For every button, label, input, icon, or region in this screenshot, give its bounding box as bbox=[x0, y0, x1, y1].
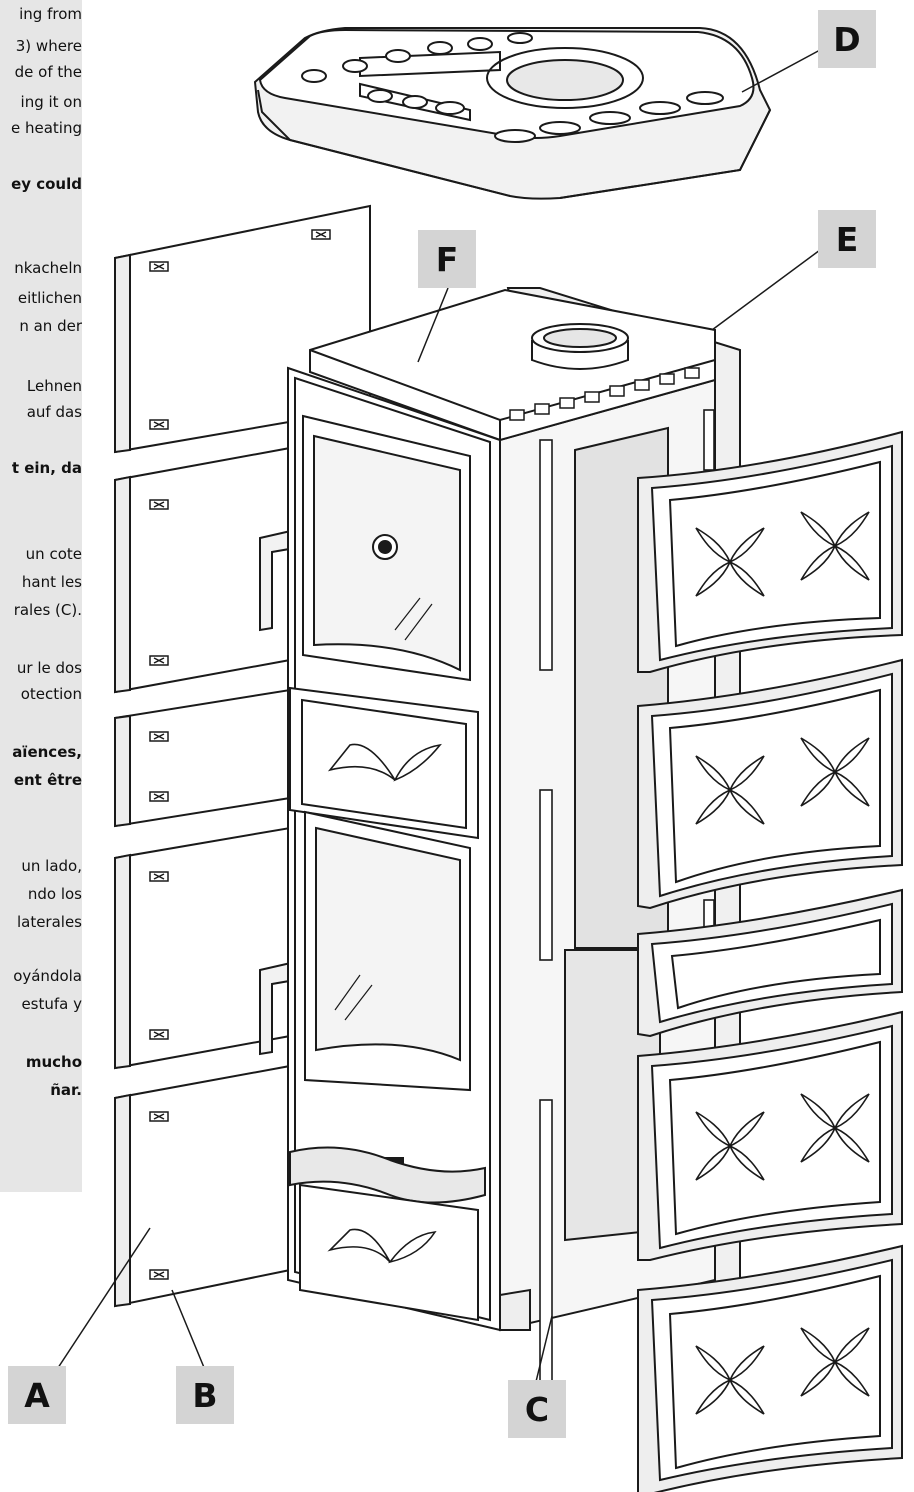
side-rails bbox=[539, 409, 715, 1411]
callout-label-d: D bbox=[818, 10, 876, 68]
text-line: laterales bbox=[16, 913, 82, 931]
text-line: eitlichen bbox=[17, 289, 82, 307]
text-line: aïences, bbox=[12, 743, 82, 761]
text-line: un lado, bbox=[21, 857, 82, 875]
text-line: nkacheln bbox=[14, 259, 82, 277]
text-line: ey could bbox=[11, 175, 82, 193]
text-line: n an der bbox=[19, 317, 82, 335]
top-plate bbox=[253, 27, 772, 200]
callout-label-a: A bbox=[8, 1366, 66, 1424]
text-line: hant les bbox=[21, 573, 82, 591]
callout-label-f: F bbox=[418, 230, 476, 288]
text-line: t ein, da bbox=[11, 459, 82, 477]
text-line: Lehnen bbox=[26, 377, 82, 395]
text-line: un cote bbox=[25, 545, 82, 563]
instruction-text-column: ing from 3) where de of the ing it on e … bbox=[0, 0, 82, 1192]
text-line: e heating bbox=[10, 119, 82, 137]
text-line: rales (C). bbox=[13, 601, 82, 619]
text-line: ent être bbox=[13, 771, 82, 789]
text-line: oyándola bbox=[13, 967, 82, 985]
text-line: estufa y bbox=[21, 995, 82, 1013]
text-line: auf das bbox=[26, 403, 82, 421]
callout-label-c: C bbox=[508, 1380, 566, 1438]
text-line: mucho bbox=[25, 1053, 82, 1071]
text-line: de of the bbox=[14, 63, 82, 81]
text-line: ing from bbox=[19, 5, 82, 23]
text-line: otection bbox=[20, 685, 82, 703]
text-line: ing it on bbox=[20, 93, 82, 111]
callout-label-b: B bbox=[176, 1366, 234, 1424]
callout-label-e: E bbox=[818, 210, 876, 268]
stove-body bbox=[287, 287, 741, 1332]
text-line: ndo los bbox=[27, 885, 82, 903]
text-line: ur le dos bbox=[16, 659, 82, 677]
right-decorative-tiles bbox=[637, 430, 903, 1492]
text-line: 3) where bbox=[15, 37, 82, 55]
text-line: ñar. bbox=[50, 1081, 82, 1099]
